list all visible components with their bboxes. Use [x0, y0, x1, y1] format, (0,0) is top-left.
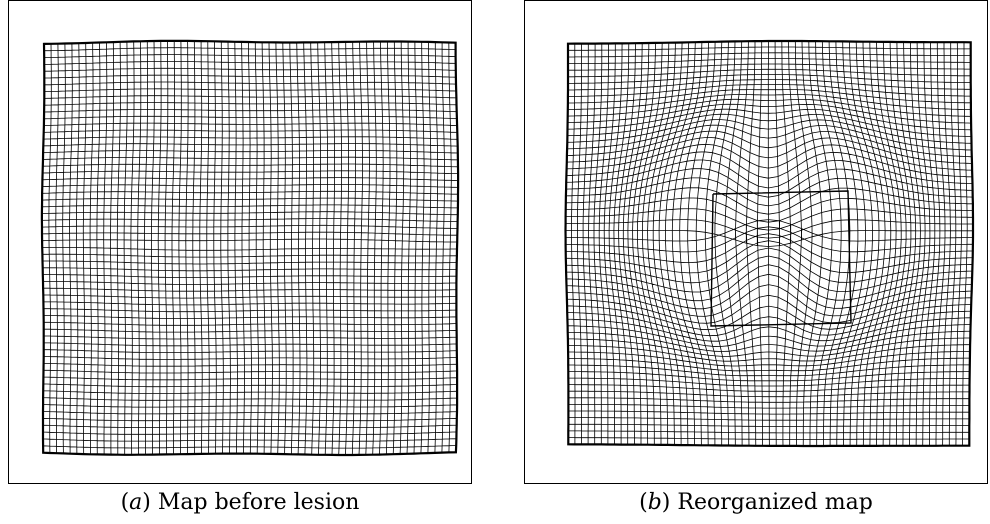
map-frame-b [524, 0, 988, 484]
caption-b: (b) Reorganized map [639, 490, 873, 515]
map-grid-before-lesion [40, 39, 460, 457]
map-mesh-a [41, 40, 459, 456]
map-mesh-b-border [564, 39, 975, 448]
caption-a-label: a [129, 490, 143, 515]
panel-b: (b) Reorganized map [524, 0, 988, 524]
map-mesh-a-border [40, 39, 460, 457]
caption-b-text: Reorganized map [677, 490, 873, 515]
panel-a: (a) Map before lesion [8, 0, 472, 524]
caption-a: (a) Map before lesion [120, 490, 360, 515]
lesion-outline [710, 190, 852, 327]
caption-a-text: Map before lesion [157, 490, 360, 515]
caption-b-label: b [647, 490, 662, 515]
map-mesh-b [565, 40, 974, 447]
map-grid-reorganized [564, 39, 975, 448]
map-frame-a [8, 0, 472, 484]
